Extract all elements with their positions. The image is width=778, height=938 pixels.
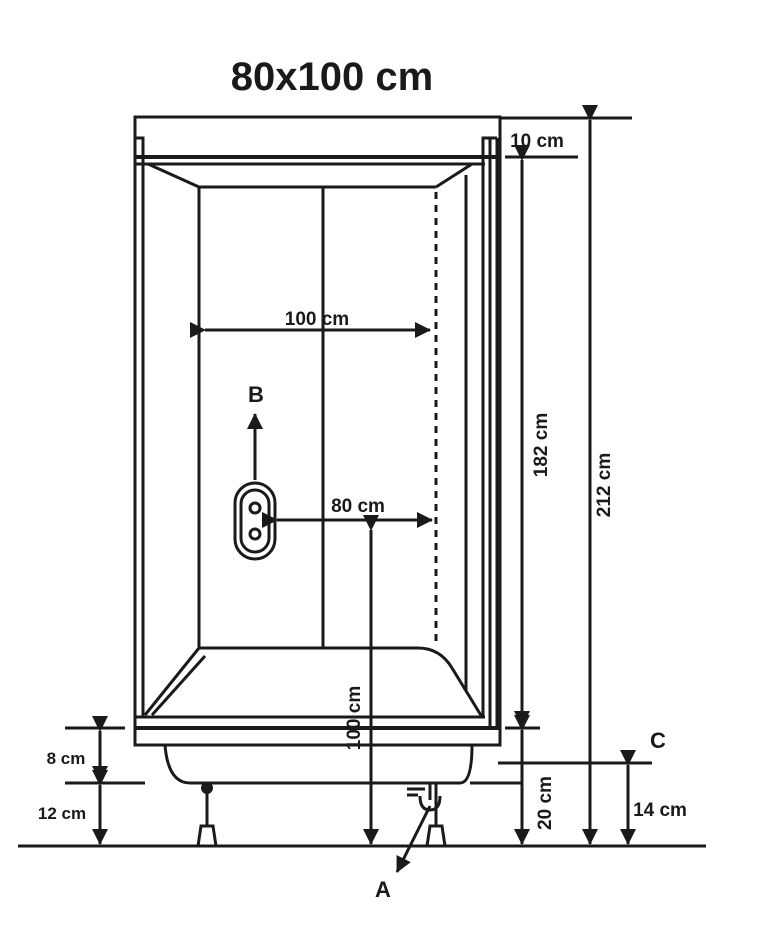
svg-text:12 cm: 12 cm xyxy=(38,804,86,823)
diagram-title: 80x100 cm xyxy=(231,55,433,99)
svg-text:100 cm: 100 cm xyxy=(285,309,349,330)
back-wall xyxy=(147,162,473,690)
svg-text:80 cm: 80 cm xyxy=(331,496,385,517)
marker-a: A xyxy=(375,877,391,902)
svg-text:100 cm: 100 cm xyxy=(344,686,365,750)
cabin-frame xyxy=(133,115,502,747)
dim-drain-height: 14 cm xyxy=(470,750,687,845)
dim-total-height: 212 cm xyxy=(582,105,615,845)
marker-c: C xyxy=(650,728,666,753)
svg-text:10 cm: 10 cm xyxy=(510,131,564,152)
svg-text:20 cm: 20 cm xyxy=(535,776,556,830)
drain-pointer-arrow xyxy=(395,805,432,873)
marker-b: B xyxy=(248,382,264,407)
dim-width-faucet: 80 cm xyxy=(262,496,433,528)
shower-tray xyxy=(135,646,500,785)
dim-enclosure-height: 182 cm xyxy=(505,145,552,730)
dim-tray-base: 8 cm xyxy=(47,716,125,782)
drain-trap xyxy=(407,783,442,812)
dim-leg-height: 12 cm xyxy=(38,770,145,845)
svg-text:8 cm: 8 cm xyxy=(47,749,86,768)
svg-text:14 cm: 14 cm xyxy=(633,800,687,821)
dim-faucet-height: 100 cm xyxy=(344,515,379,845)
left-foot xyxy=(196,782,218,848)
svg-text:182 cm: 182 cm xyxy=(531,413,552,477)
dim-width-back: 100 cm xyxy=(190,309,431,338)
dim-base-total: 20 cm xyxy=(514,715,556,845)
svg-text:212 cm: 212 cm xyxy=(594,453,615,517)
faucet-icon xyxy=(233,413,277,561)
dim-top-cap: 10 cm xyxy=(500,116,632,159)
